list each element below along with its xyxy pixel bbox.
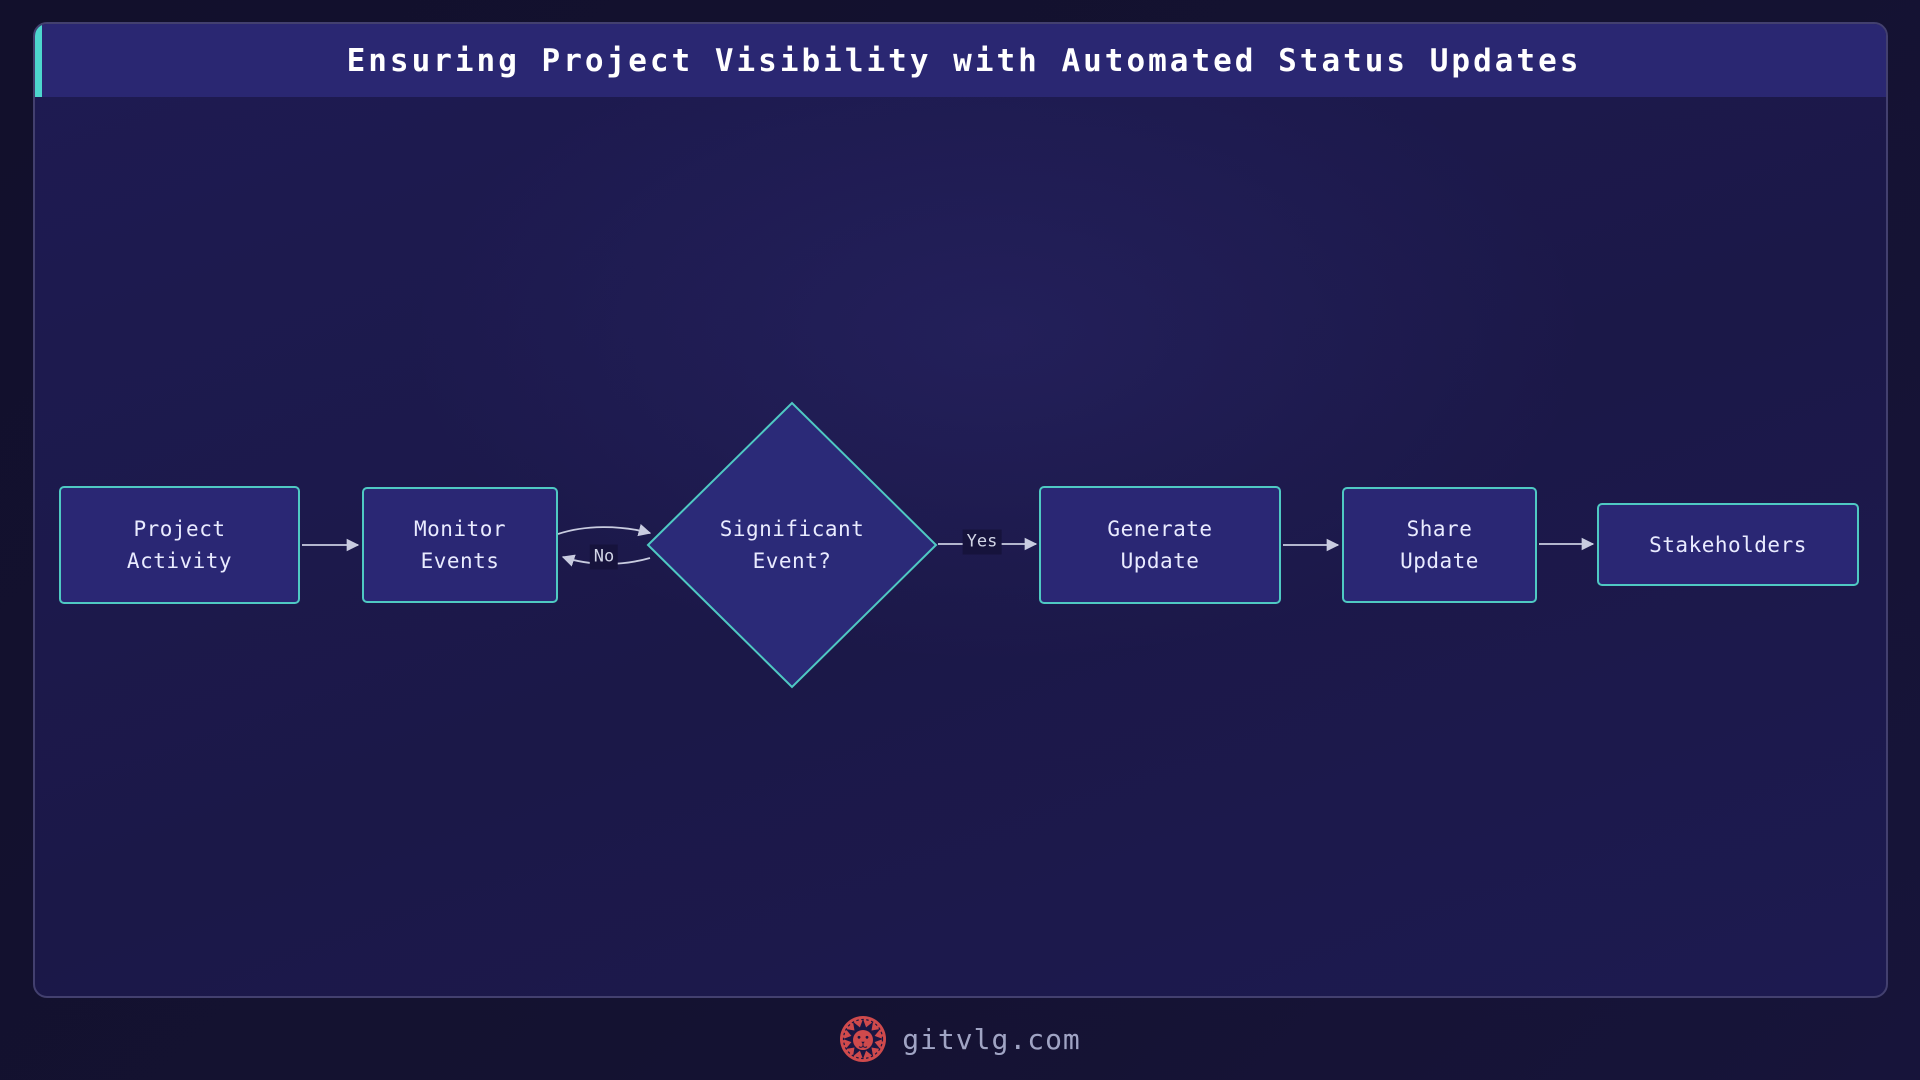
- flow-node-stakeholders: Stakeholders: [1597, 503, 1859, 586]
- edge-label-yes: Yes: [962, 529, 1002, 555]
- node-label: Monitor Events: [413, 517, 506, 573]
- node-label: Significant Event?: [719, 517, 865, 573]
- footer: gitvlg.com: [0, 998, 1920, 1080]
- title-bar: Ensuring Project Visibility with Automat…: [35, 24, 1886, 97]
- node-label: Project Activity: [126, 517, 233, 573]
- flow-node-share-update: Share Update: [1342, 487, 1537, 603]
- page-title: Ensuring Project Visibility with Automat…: [346, 42, 1582, 79]
- edge-label-no: No: [589, 544, 619, 570]
- flow-node-project-activity: Project Activity: [59, 486, 300, 604]
- diagram-panel: Ensuring Project Visibility with Automat…: [33, 22, 1888, 998]
- node-label: Generate Update: [1107, 517, 1213, 573]
- node-label: Share Update: [1400, 517, 1479, 573]
- node-label: Stakeholders: [1649, 532, 1807, 557]
- flow-node-significant-event-label: Significant Event?: [692, 513, 892, 577]
- flow-node-generate-update: Generate Update: [1039, 486, 1281, 604]
- lion-logo-icon: [840, 1016, 887, 1062]
- flow-node-monitor-events: Monitor Events: [362, 487, 558, 603]
- brand-name: gitvlg.com: [902, 1022, 1081, 1056]
